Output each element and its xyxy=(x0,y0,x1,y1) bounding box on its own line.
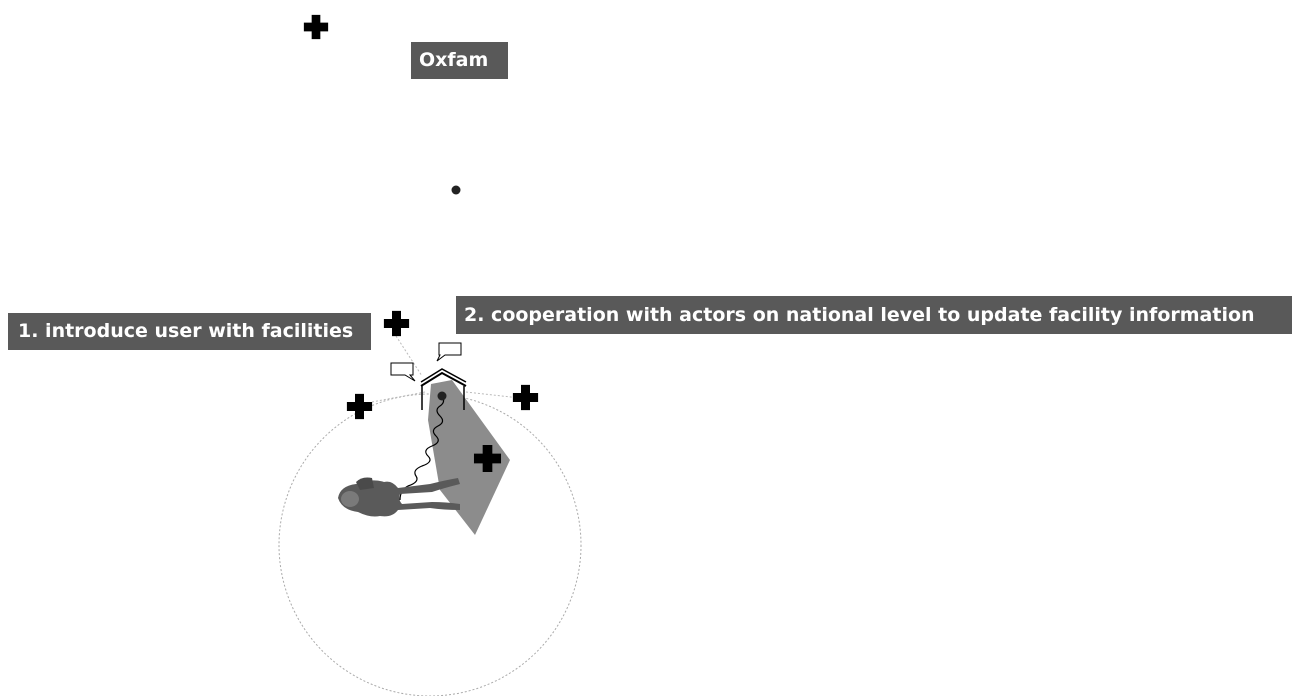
medical-cross-icon xyxy=(383,310,410,337)
house-icon xyxy=(420,368,467,410)
dot-icon xyxy=(437,391,447,401)
speech-bubble-icon xyxy=(390,362,416,382)
view-cone xyxy=(428,380,510,535)
medical-cross-icon xyxy=(512,384,539,411)
medical-cross-icon xyxy=(346,393,373,420)
oxfam-label: Oxfam xyxy=(411,42,508,79)
connection-line xyxy=(399,395,445,501)
step-1-label: 1. introduce user with facilities xyxy=(8,313,371,350)
step-2-label: 2. cooperation with actors on national l… xyxy=(456,296,1292,334)
speech-bubble-icon xyxy=(436,342,462,362)
dot-icon xyxy=(451,185,461,195)
person-figure xyxy=(338,477,460,517)
facility-links xyxy=(371,335,521,403)
coverage-circle xyxy=(278,393,582,696)
medical-cross-icon xyxy=(303,14,329,40)
